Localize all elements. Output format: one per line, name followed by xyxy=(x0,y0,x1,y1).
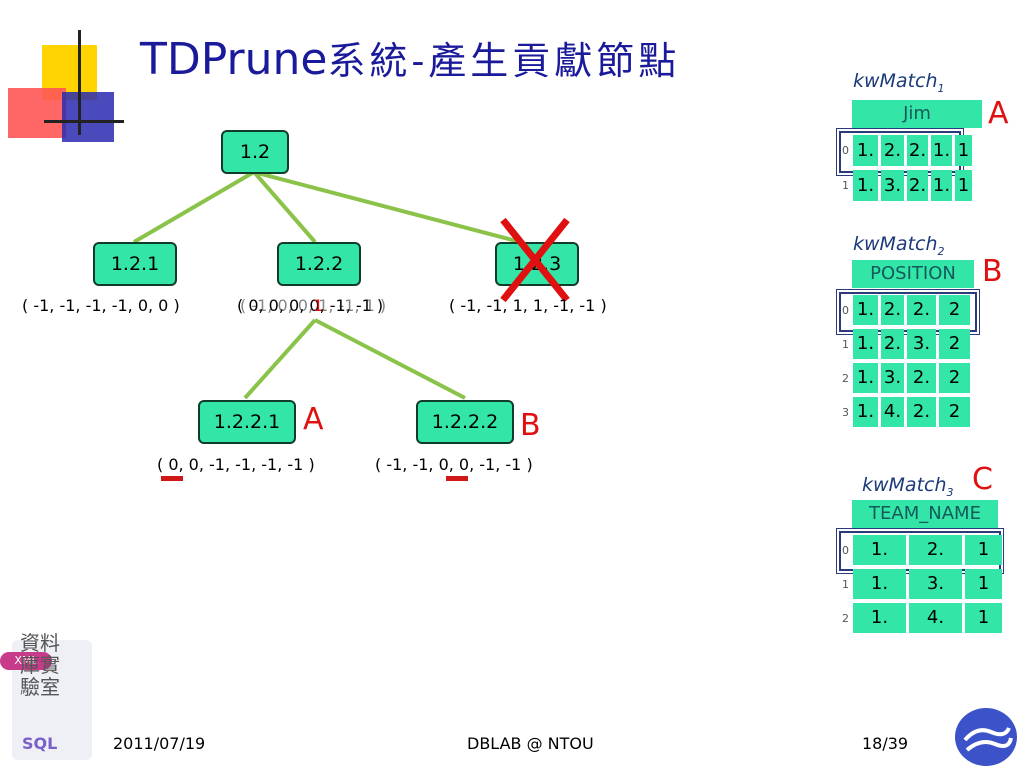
tree-node-1-2-2-2: 1.2.2.2 xyxy=(416,400,514,444)
kw2-cell: 2 xyxy=(939,295,970,325)
footer-date: 2011/07/19 xyxy=(113,734,206,753)
kw2-row-index: 0 xyxy=(842,304,849,317)
tree-node-1-2-2-1: 1.2.2.1 xyxy=(198,400,296,444)
kwmatch2-header: POSITION xyxy=(852,260,974,288)
kw3-cell: 3. xyxy=(909,569,962,599)
kw3-cell: 2. xyxy=(909,535,962,565)
kw3-cell: 1. xyxy=(853,535,906,565)
kw1-cell: 1. xyxy=(931,135,952,166)
kw2-cell: 2 xyxy=(939,397,970,427)
kw2-cell: 1. xyxy=(853,363,878,393)
kw3-row-index: 0 xyxy=(842,544,849,557)
node-mark-b: B xyxy=(520,408,541,443)
kwmatch1-label: kwMatch1 xyxy=(853,70,945,95)
kw2-cell: 2 xyxy=(939,363,970,393)
kw2-cell: 2. xyxy=(907,397,936,427)
ntou-logo xyxy=(955,708,1017,766)
kw2-row-index: 3 xyxy=(842,406,849,419)
title-latin: TDPrune xyxy=(140,34,328,85)
footer-page: 18/39 xyxy=(862,734,909,753)
pruned-x-mark xyxy=(500,217,570,303)
kw1-cell: 2. xyxy=(881,135,904,166)
tree-node-1-2-1: 1.2.1 xyxy=(93,242,177,286)
red-tick-mark: 1 xyxy=(313,296,324,315)
kw3-cell: 4. xyxy=(909,603,962,633)
tuple-1-2-2-1: ( 0, 0, -1, -1, -1, -1 ) xyxy=(157,455,315,474)
kw1-cell: 3. xyxy=(881,170,904,201)
edge-n2-n21 xyxy=(243,318,317,400)
edge-root-n1 xyxy=(132,170,256,244)
kw1-row-index: 1 xyxy=(842,179,849,192)
footer-center: DBLAB @ NTOU xyxy=(467,734,594,753)
kw2-cell: 3. xyxy=(881,363,904,393)
kw3-cell: 1. xyxy=(853,569,906,599)
tree-node-root: 1.2 xyxy=(221,130,289,174)
tuple-1-2-2: ( 0, 0, 0, 0, -1, -1 ) xyxy=(237,296,384,315)
kwmatch2-mark: B xyxy=(982,254,1003,289)
kw3-row-index: 1 xyxy=(842,578,849,591)
kw1-cell: 1. xyxy=(931,170,952,201)
kw3-cell: 1 xyxy=(965,603,1002,633)
corner-decoration xyxy=(0,0,140,150)
kw3-cell: 1 xyxy=(965,535,1002,565)
dblab-logo: XML 資料庫實驗室 SQL xyxy=(0,630,100,768)
title-cjk: 系統-產生貢獻節點 xyxy=(327,39,681,83)
kw2-cell: 2. xyxy=(907,363,936,393)
node-mark-a: A xyxy=(303,402,324,437)
kw1-cell: 1 xyxy=(955,135,972,166)
kw3-cell: 1. xyxy=(853,603,906,633)
kw2-cell: 1. xyxy=(853,397,878,427)
kw1-row-index: 0 xyxy=(842,144,849,157)
kw1-cell: 1 xyxy=(955,170,972,201)
kw1-cell: 1. xyxy=(853,135,878,166)
edge-root-n3 xyxy=(253,170,521,244)
kw2-row-index: 2 xyxy=(842,372,849,385)
kw1-cell: 1. xyxy=(853,170,878,201)
tuple-1-2-3: ( -1, -1, 1, 1, -1, -1 ) xyxy=(449,296,607,315)
kw3-cell: 1 xyxy=(965,569,1002,599)
kwmatch2-label: kwMatch2 xyxy=(853,233,945,258)
kwmatch3-label: kwMatch3 xyxy=(862,474,954,499)
kw2-cell: 2 xyxy=(939,329,970,359)
edge-root-n2 xyxy=(252,170,317,244)
underline-mark-a xyxy=(161,476,183,481)
tree-node-1-2-2: 1.2.2 xyxy=(277,242,361,286)
kw2-cell: 4. xyxy=(881,397,904,427)
kwmatch3-mark: C xyxy=(972,462,993,497)
kw2-cell: 1. xyxy=(853,329,878,359)
kw1-cell: 2. xyxy=(907,135,928,166)
logo-text: 資料庫實驗室 xyxy=(20,631,60,699)
tuple-1-2-1: ( -1, -1, -1, -1, 0, 0 ) xyxy=(22,296,180,315)
tuple-1-2-2-overlay: ( -1, 0, 0, 1, -1, 1 ) xyxy=(240,296,387,315)
kwmatch1-mark: A xyxy=(988,96,1009,131)
kwmatch1-header: Jim xyxy=(852,100,982,128)
kwmatch3-header: TEAM_NAME xyxy=(852,500,998,528)
kw2-cell: 2. xyxy=(881,329,904,359)
tuple-1-2-2-2: ( -1, -1, 0, 0, -1, -1 ) xyxy=(375,455,533,474)
kw3-row-index: 2 xyxy=(842,612,849,625)
kw2-cell: 3. xyxy=(907,329,936,359)
kw2-cell: 2. xyxy=(881,295,904,325)
edge-n2-n22 xyxy=(314,318,466,400)
kw2-cell: 1. xyxy=(853,295,878,325)
kw2-row-index: 1 xyxy=(842,338,849,351)
page-title: TDPrune系統-產生貢獻節點 xyxy=(140,30,680,91)
kw2-cell: 2. xyxy=(907,295,936,325)
kw1-cell: 2. xyxy=(907,170,928,201)
underline-mark-b xyxy=(446,476,468,481)
